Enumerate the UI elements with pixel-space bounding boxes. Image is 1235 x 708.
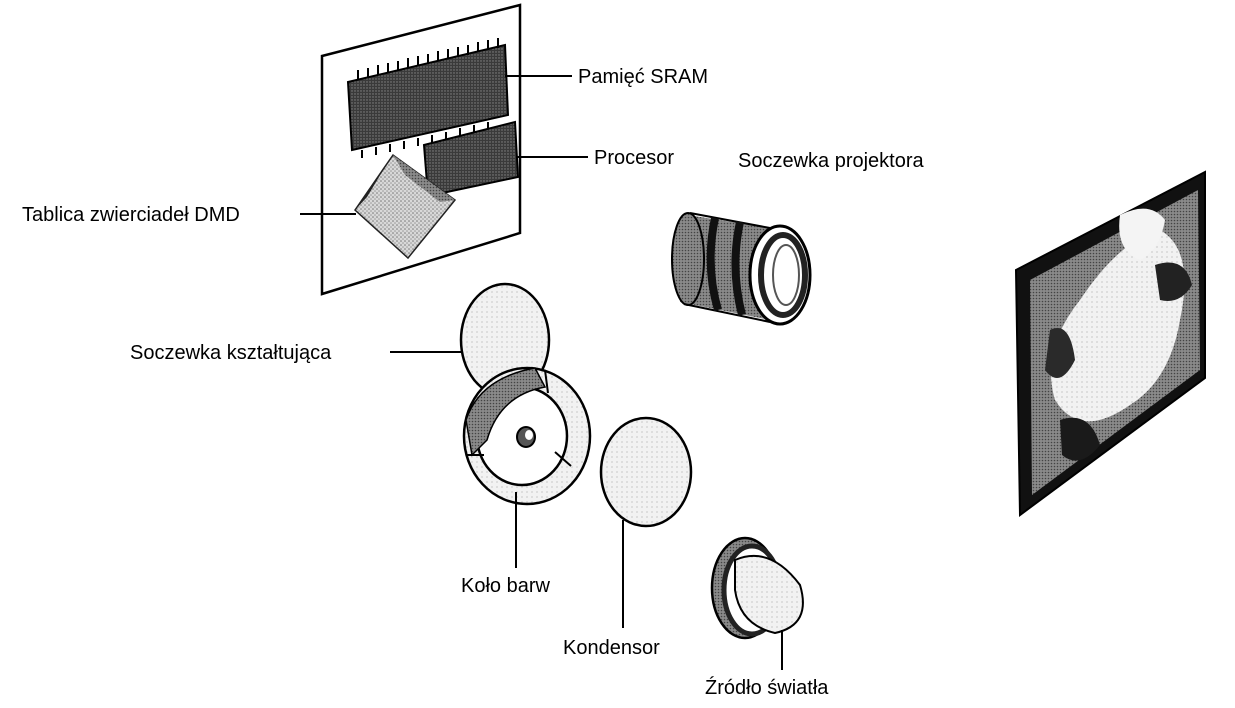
light-source [710,536,804,640]
color-wheel [462,366,592,506]
projection-screen [1014,170,1206,517]
projector-lens [671,212,812,326]
dmd-label: Tablica zwierciadeł DMD [22,204,240,226]
processor-label: Procesor [594,147,674,169]
condenser [599,416,693,528]
dmd-array [354,153,457,260]
sram-chip [346,38,510,158]
shaping-lens-label: Soczewka kształtująca [130,342,332,364]
condenser-label: Kondensor [563,637,660,659]
sram-label: Pamięć SRAM [578,66,708,88]
circuit-board [320,3,522,296]
light-source-label: Źródło światła [705,676,829,699]
color-wheel-label: Koło barw [461,575,550,597]
projector-lens-label: Soczewka projektora [738,150,925,172]
